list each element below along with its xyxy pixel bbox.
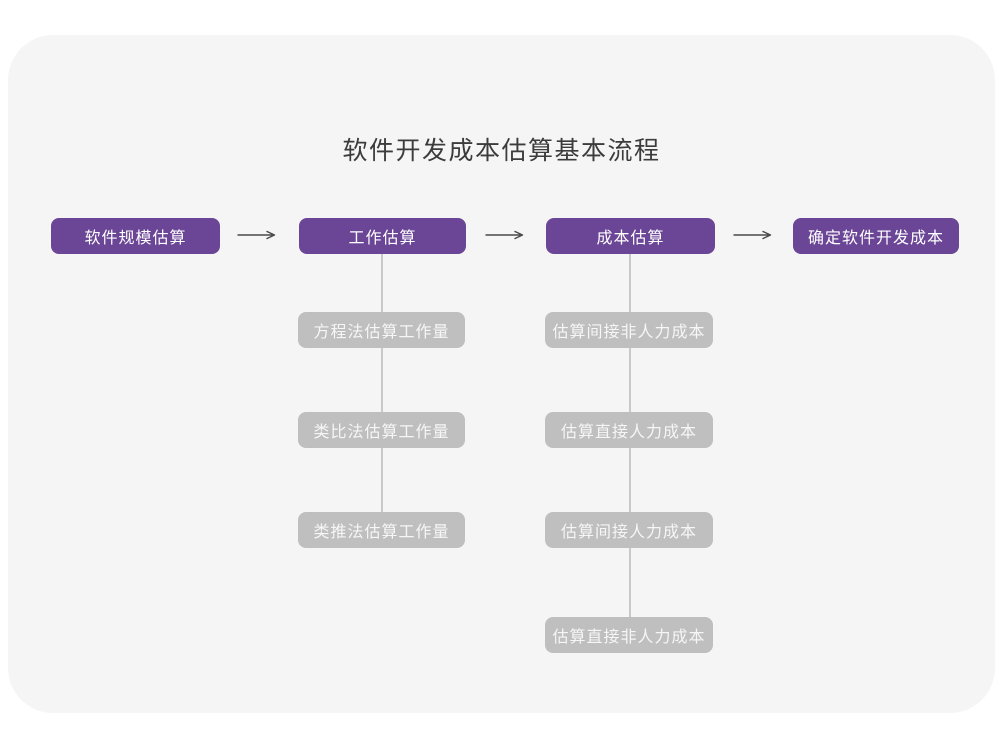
connector-line-work (381, 254, 383, 531)
substep-box-direct-non-labor-cost: 估算直接非人力成本 (545, 617, 713, 653)
right-arrow-icon (485, 230, 524, 240)
stage-box-determine-development-cost: 确定软件开发成本 (793, 218, 959, 254)
substep-box-analogy-method: 类比法估算工作量 (298, 412, 465, 448)
substep-label: 估算直接非人力成本 (552, 627, 706, 646)
substep-box-equation-method: 方程法估算工作量 (298, 312, 465, 348)
stage-box-software-scale-estimation: 软件规模估算 (51, 218, 220, 254)
substep-box-indirect-labor-cost: 估算间接人力成本 (545, 512, 713, 548)
substep-label: 类比法估算工作量 (313, 422, 450, 441)
substep-box-extrapolation-method: 类推法估算工作量 (298, 512, 465, 548)
substep-label: 方程法估算工作量 (313, 322, 450, 341)
substep-box-direct-labor-cost: 估算直接人力成本 (545, 412, 713, 448)
right-arrow-icon (237, 230, 276, 240)
stage-box-cost-estimation: 成本估算 (546, 218, 715, 254)
stage-label: 工作估算 (348, 228, 417, 247)
substep-label: 估算间接人力成本 (560, 522, 697, 541)
stage-label: 确定软件开发成本 (807, 228, 944, 247)
right-arrow-icon (733, 230, 772, 240)
substep-label: 估算间接非人力成本 (552, 322, 706, 341)
substep-box-indirect-non-labor-cost: 估算间接非人力成本 (545, 312, 713, 348)
stage-label: 成本估算 (596, 228, 665, 247)
substep-label: 估算直接人力成本 (560, 422, 697, 441)
diagram-card: 软件开发成本估算基本流程 软件规模估算 工作估算 成本估算 确定软件开发成本 方 (8, 35, 995, 713)
substep-label: 类推法估算工作量 (313, 522, 450, 541)
diagram-title: 软件开发成本估算基本流程 (342, 136, 661, 165)
stage-label: 软件规模估算 (84, 228, 187, 247)
stage-box-work-estimation: 工作估算 (299, 218, 466, 254)
